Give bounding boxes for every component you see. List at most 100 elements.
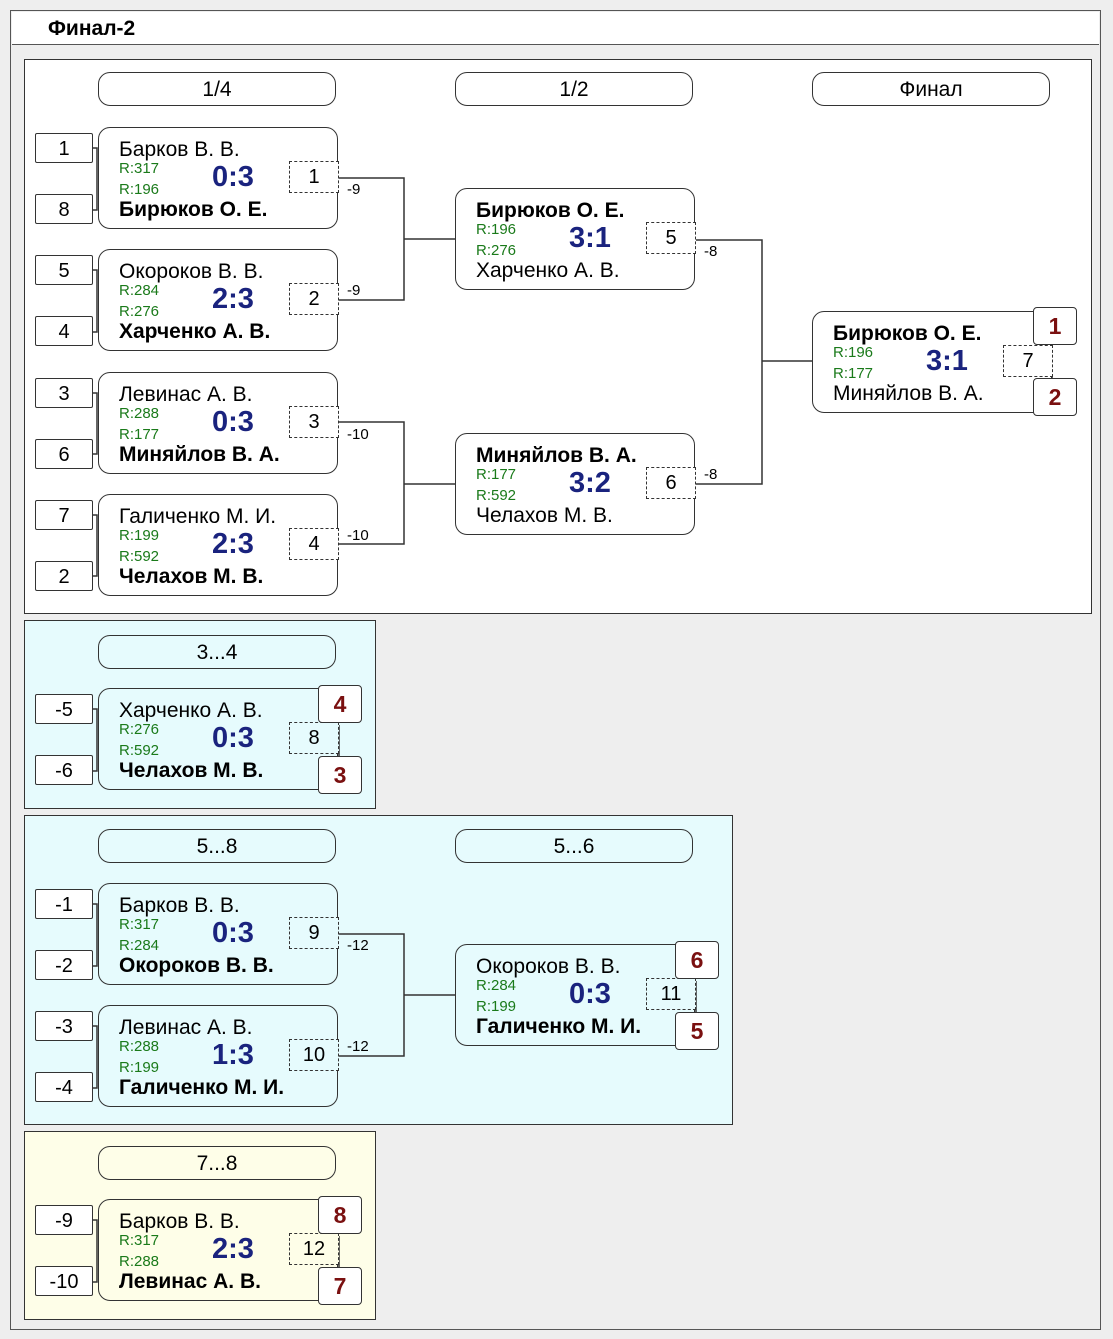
match-score: 2:3	[212, 1233, 254, 1265]
player-rating: R:177	[833, 365, 874, 382]
seed-box: -5	[35, 694, 93, 724]
player-name: Окороков В. В.	[119, 260, 264, 283]
match-card[interactable]: Барков В. В. R:317 R:288 2:3 12 Левинас …	[98, 1199, 339, 1301]
match-card[interactable]: Миняйлов В. А. R:177 R:592 3:2 6 Челахов…	[455, 433, 696, 535]
match-card[interactable]: Левинас А. В. R:288 R:199 1:3 10 Галичен…	[98, 1005, 339, 1107]
seed-box: -9	[35, 1205, 93, 1235]
match-card[interactable]: Левинас А. В. R:288 R:177 0:3 3 Миняйлов…	[98, 372, 339, 474]
round-header: 7...8	[98, 1146, 336, 1180]
place-badge: 1	[1033, 307, 1077, 345]
bracket-lines	[91, 903, 697, 1089]
player-rating: R:288	[119, 405, 160, 422]
place-badge: 4	[318, 685, 362, 723]
seed-box: -10	[35, 1266, 93, 1296]
match-number: 11	[646, 978, 696, 1010]
match-card[interactable]: Окороков В. В. R:284 R:276 2:3 2 Харченк…	[98, 249, 339, 351]
match-score: 0:3	[212, 722, 254, 754]
match-number: 5	[646, 222, 696, 254]
player-name: Левинас А. В.	[119, 1016, 253, 1039]
winner-name: Окороков В. В.	[119, 954, 274, 977]
match-number: 12	[289, 1233, 339, 1265]
player-name: Челахов М. В.	[476, 504, 613, 527]
loser-label: -10	[347, 527, 369, 544]
match-card[interactable]: Барков В. В. R:317 R:196 0:3 1 Бирюков О…	[98, 127, 339, 229]
page-title: Финал-2	[48, 17, 136, 40]
player-name: Барков В. В.	[119, 894, 240, 917]
player-rating: R:284	[119, 282, 160, 299]
player-name: Галиченко М. И.	[119, 505, 277, 528]
winner-name: Челахов М. В.	[119, 759, 264, 782]
match-number: 10	[289, 1039, 339, 1071]
player-rating: R:276	[119, 303, 160, 320]
player-rating: R:284	[476, 977, 517, 994]
match-score: 3:1	[569, 222, 611, 254]
round-header: 5...6	[455, 829, 693, 863]
seed-box: 6	[35, 439, 93, 469]
loser-label: -12	[347, 1038, 369, 1055]
player-name: Левинас А. В.	[119, 383, 253, 406]
seed-box: -3	[35, 1011, 93, 1041]
match-card[interactable]: Галиченко М. И. R:199 R:592 2:3 4 Челахо…	[98, 494, 339, 596]
player-rating: R:276	[119, 721, 160, 738]
seed-box: 7	[35, 500, 93, 530]
title-bar: Финал-2	[12, 12, 1099, 45]
winner-name: Галиченко М. И.	[476, 1015, 642, 1038]
place-badge: 5	[675, 1012, 719, 1050]
player-name: Миняйлов В. А.	[833, 382, 984, 405]
loser-label: -9	[347, 181, 361, 198]
match-number: 2	[289, 283, 339, 315]
main-bracket-panel: 1/4 1/2 Финал 1 8 5 4 3 6 7 2 Барков В. …	[24, 59, 1092, 614]
match-score: 0:3	[212, 406, 254, 438]
match-score: 3:1	[926, 345, 968, 377]
loser-label: -10	[347, 426, 369, 443]
match-card[interactable]: Окороков В. В. R:284 R:199 0:3 11 Галиче…	[455, 944, 696, 1046]
match-card-final[interactable]: Бирюков О. Е. R:196 R:177 3:1 7 Миняйлов…	[812, 311, 1053, 413]
loser-label: -12	[347, 937, 369, 954]
round-header: 5...8	[98, 829, 336, 863]
seed-box: 8	[35, 194, 93, 224]
player-rating: R:199	[119, 1059, 160, 1076]
player-rating: R:317	[119, 916, 160, 933]
winner-name: Миняйлов В. А.	[119, 443, 280, 466]
place-badge: 3	[318, 756, 362, 794]
player-rating: R:317	[119, 160, 160, 177]
player-name: Харченко А. В.	[119, 699, 263, 722]
match-score: 0:3	[212, 917, 254, 949]
seed-box: 3	[35, 378, 93, 408]
place-7-8-panel: 7...8 -9 -10 Барков В. В. R:317 R:288 2:…	[24, 1131, 376, 1320]
place-badge: 8	[318, 1196, 362, 1234]
winner-name: Бирюков О. Е.	[476, 199, 625, 222]
match-card[interactable]: Харченко А. В. R:276 R:592 0:3 8 Челахов…	[98, 688, 339, 790]
match-number: 9	[289, 917, 339, 949]
player-rating: R:177	[476, 466, 517, 483]
player-rating: R:317	[119, 1232, 160, 1249]
bracket-lines	[91, 1219, 340, 1283]
winner-name: Миняйлов В. А.	[476, 444, 637, 467]
place-5-8-panel: 5...8 5...6 -1 -2 -3 -4 Барков В. В. R:3…	[24, 815, 733, 1125]
round-header-sf: 1/2	[455, 72, 693, 106]
round-header-qf: 1/4	[98, 72, 336, 106]
seed-box: 5	[35, 255, 93, 285]
place-badge: 2	[1033, 378, 1077, 416]
player-rating: R:288	[119, 1038, 160, 1055]
winner-name: Галиченко М. И.	[119, 1076, 285, 1099]
match-number: 8	[289, 722, 339, 754]
player-rating: R:196	[476, 221, 517, 238]
seed-box: 4	[35, 316, 93, 346]
match-score: 3:2	[569, 467, 611, 499]
seed-box: -4	[35, 1072, 93, 1102]
player-rating: R:199	[119, 527, 160, 544]
player-name: Харченко А. В.	[476, 259, 620, 282]
match-score: 0:3	[212, 161, 254, 193]
bracket-lines	[91, 147, 1053, 577]
match-score: 2:3	[212, 283, 254, 315]
player-rating: R:199	[476, 998, 517, 1015]
winner-name: Бирюков О. Е.	[119, 198, 268, 221]
match-number: 4	[289, 528, 339, 560]
player-rating: R:196	[119, 181, 160, 198]
match-card[interactable]: Барков В. В. R:317 R:284 0:3 9 Окороков …	[98, 883, 339, 985]
match-card[interactable]: Бирюков О. Е. R:196 R:276 3:1 5 Харченко…	[455, 188, 696, 290]
player-rating: R:592	[119, 742, 160, 759]
player-rating: R:288	[119, 1253, 160, 1270]
match-score: 0:3	[569, 978, 611, 1010]
